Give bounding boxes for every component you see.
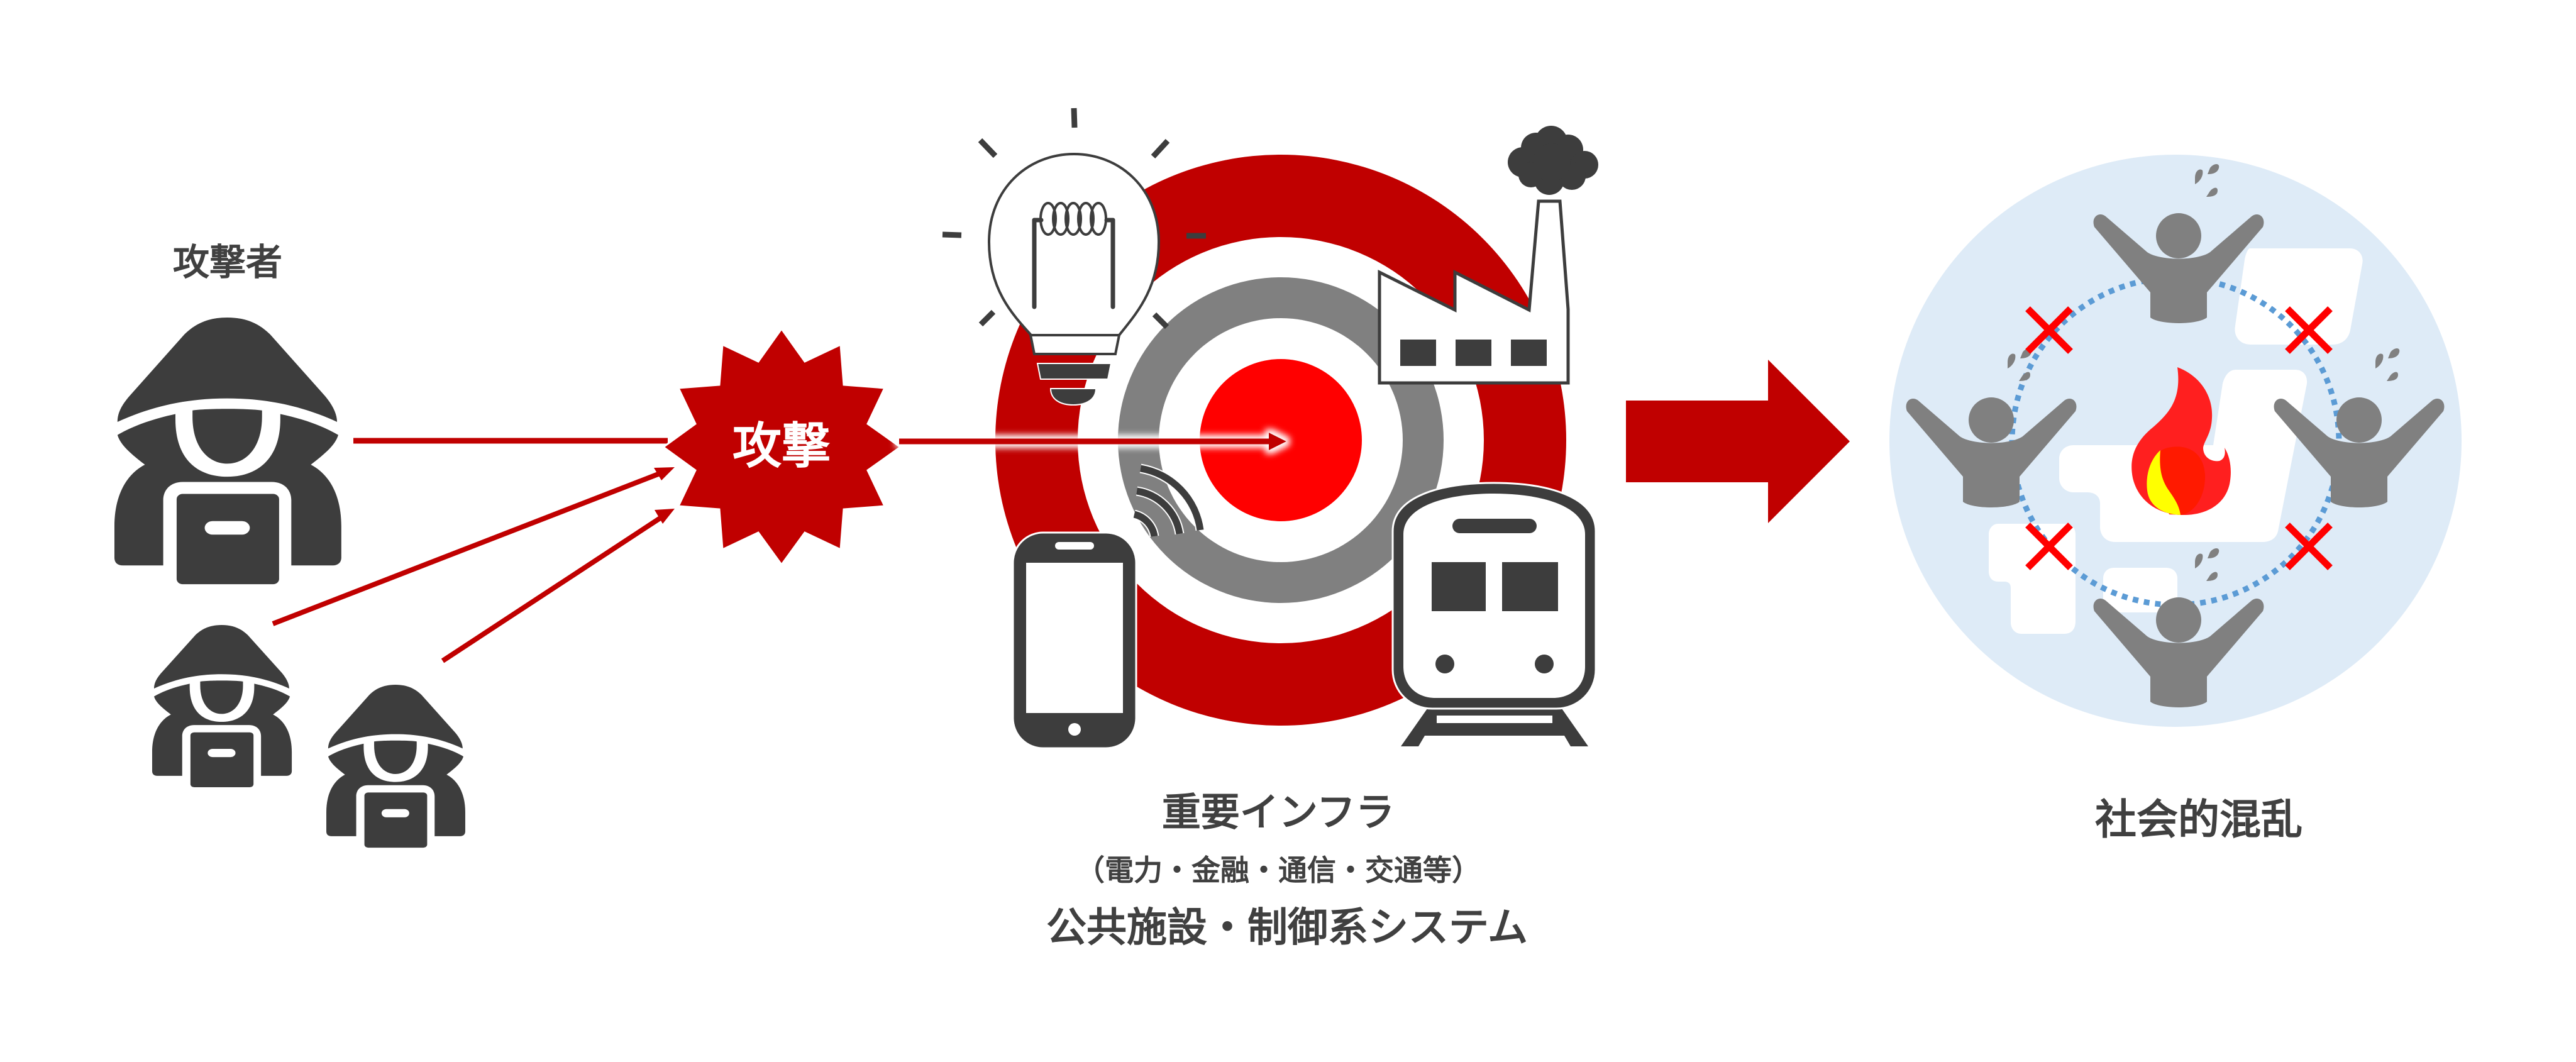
starburst-icon — [661, 327, 902, 567]
attack-burst-label: 攻撃 — [732, 418, 831, 475]
attack-lines — [272, 438, 675, 663]
wireless-signal-icon — [1132, 463, 1205, 538]
attackers-label: 攻撃者 — [173, 241, 282, 284]
smartphone-icon — [1012, 531, 1137, 749]
light-bulb-icon — [942, 108, 1206, 406]
hacker-icon-small-2 — [326, 685, 465, 848]
society-chaos-illustration — [1889, 155, 2462, 727]
target-title2: 公共施設・制御系システム — [1046, 905, 1528, 951]
hacker-icon-large — [114, 318, 341, 585]
target-subtitle: （電力・金融・通信・交通等） — [1076, 853, 1481, 887]
attack-arrow-to-target — [899, 433, 1286, 450]
society-label: 社会的混乱 — [2095, 795, 2302, 844]
target-title: 重要インフラ — [1162, 789, 1395, 835]
arrowhead-icon — [654, 467, 675, 480]
factory-icon — [1378, 126, 1598, 385]
fire-icon — [2131, 367, 2231, 516]
hacker-icon-small-1 — [152, 625, 292, 788]
train-icon — [1391, 482, 1597, 746]
right-arrow-icon — [1626, 360, 1850, 523]
arrowhead-icon — [655, 509, 675, 524]
